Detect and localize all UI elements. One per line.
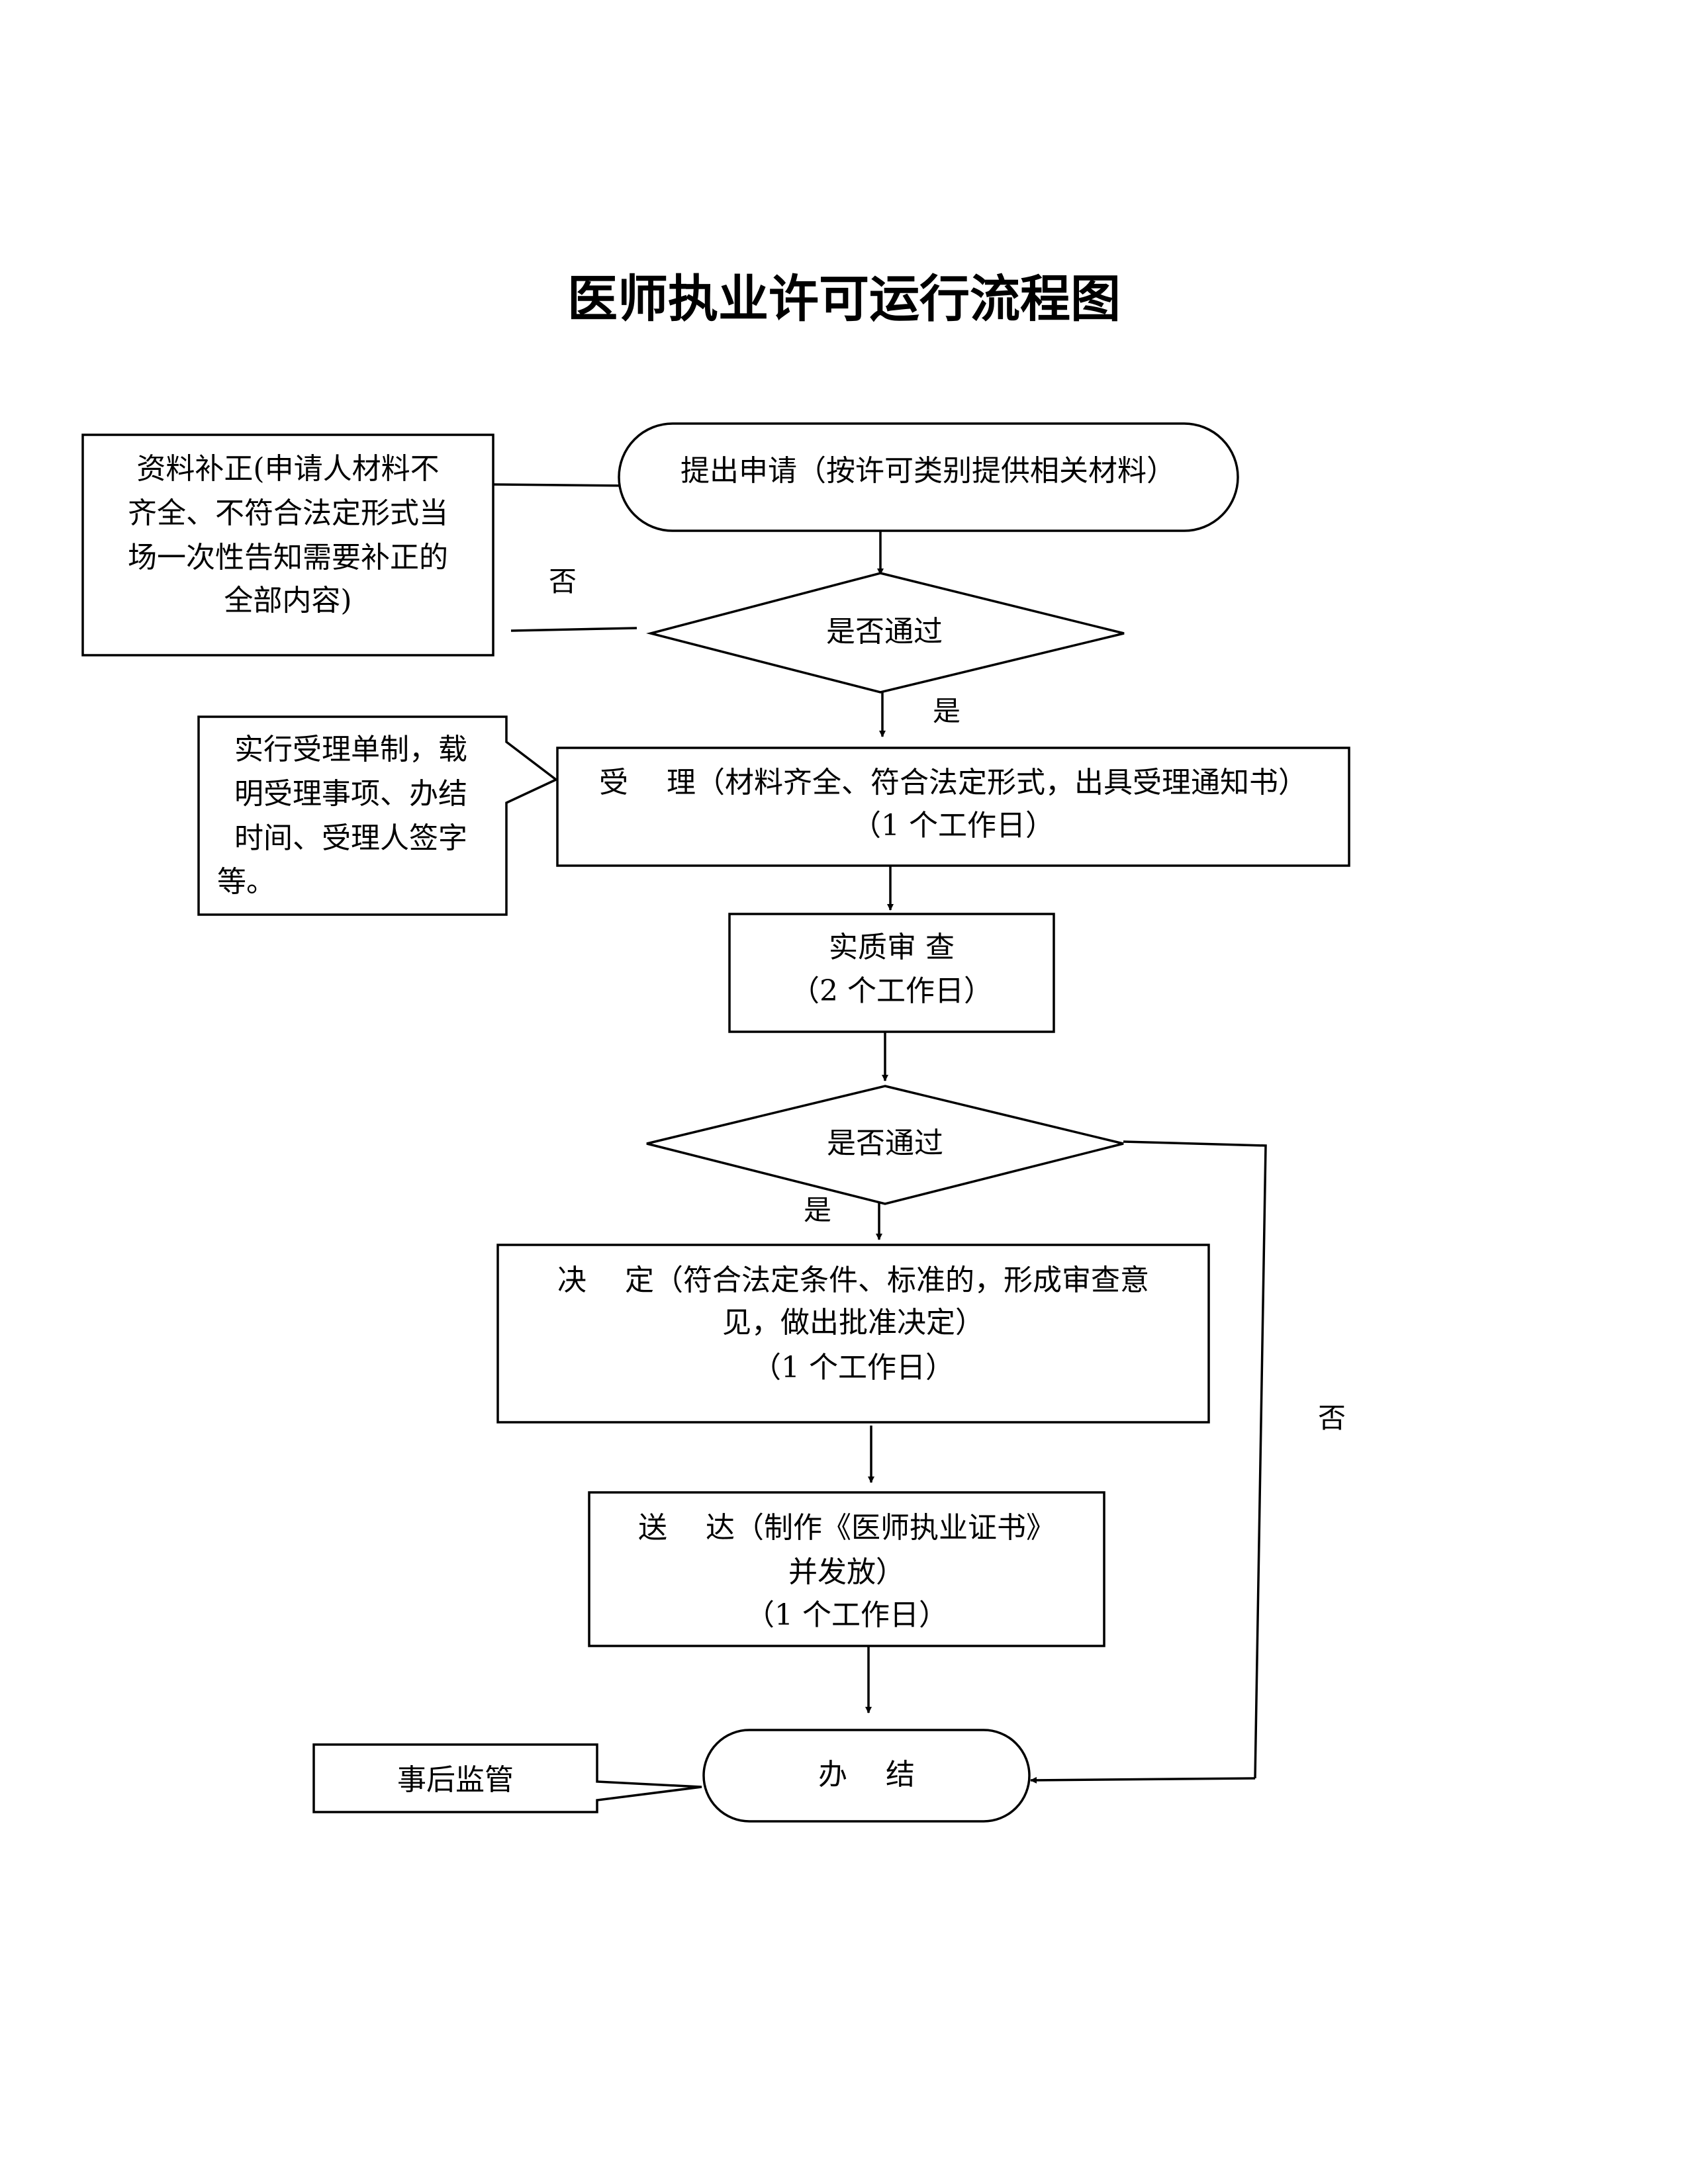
arrow-supplement-to-apply	[492, 482, 633, 489]
accept-note-line-2: 明受理事项、办结	[234, 777, 467, 811]
deliver-line-3: （1 个工作日）	[745, 1598, 948, 1632]
supplement-line-2: 齐全、不符合法定形式当	[128, 496, 448, 530]
review-line-1: 实质审 查	[829, 931, 955, 964]
supplement-line-1: 资料补正(申请人材料不	[136, 452, 439, 486]
decision-2-yes-label: 是	[804, 1194, 831, 1226]
decision-2-no-label: 否	[1318, 1402, 1346, 1434]
supervise-callout: 事后监管	[312, 1743, 702, 1813]
supervise-label: 事后监管	[397, 1763, 514, 1797]
accept-note-line-1: 实行受理单制，载	[234, 733, 467, 766]
line-check1-no-to-supplement	[510, 627, 637, 632]
decision-1: 是否通过	[646, 572, 1125, 694]
decision-1-yes-label: 是	[933, 695, 961, 727]
accept-line-2: （1 个工作日）	[852, 809, 1055, 842]
decide-line-2: 见，做出批准决定）	[722, 1306, 984, 1340]
review-line-2: （2 个工作日）	[790, 974, 993, 1008]
review-box: 实质审 查 （2 个工作日）	[728, 913, 1055, 1033]
deliver-line-1: 送 达（制作《医师执业证书》	[638, 1511, 1055, 1545]
finish-node: 办 结	[702, 1729, 1031, 1823]
decide-line-1: 决 定（符合法定条件、标准的，形成审查意	[557, 1263, 1149, 1297]
decide-box: 决 定（符合法定条件、标准的，形成审查意 见，做出批准决定） （1 个工作日）	[496, 1244, 1210, 1424]
decide-line-3: （1 个工作日）	[752, 1351, 955, 1385]
accept-note-line-4: 等。	[217, 865, 275, 899]
decision-2-label: 是否通过	[827, 1126, 943, 1160]
apply-node: 提出申请（按许可类别提供相关材料）	[618, 422, 1239, 532]
supplement-line-3: 场一次性告知需要补正的	[128, 541, 448, 574]
connectors	[492, 482, 1267, 1784]
supplement-box: 资料补正(申请人材料不 齐全、不符合法定形式当 场一次性告知需要补正的 全部内容…	[81, 433, 494, 657]
apply-label: 提出申请（按许可类别提供相关材料）	[680, 454, 1176, 488]
deliver-line-2: 并发放）	[788, 1555, 905, 1589]
page-title: 医师执业许可运行流程图	[567, 269, 1121, 328]
arrow-check2-no-to-finish	[1030, 1776, 1256, 1784]
finish-label: 办 结	[818, 1758, 915, 1792]
accept-box: 受 理（材料齐全、符合法定形式，出具受理通知书） （1 个工作日）	[556, 747, 1350, 867]
accept-note-line-3: 时间、受理人签字	[234, 821, 467, 855]
decision-1-label: 是否通过	[826, 615, 943, 649]
supplement-line-4: 全部内容)	[224, 584, 352, 617]
accept-note-callout: 实行受理单制，载 明受理事项、办结 时间、受理人签字 等。	[197, 715, 559, 916]
deliver-box: 送 达（制作《医师执业证书》 并发放） （1 个工作日）	[588, 1491, 1105, 1647]
accept-line-1: 受 理（材料齐全、符合法定形式，出具受理通知书）	[599, 766, 1307, 799]
line-check2-no-path	[1123, 1140, 1267, 1779]
decision-2: 是否通过	[646, 1085, 1124, 1205]
decision-1-no-label: 否	[549, 565, 577, 598]
